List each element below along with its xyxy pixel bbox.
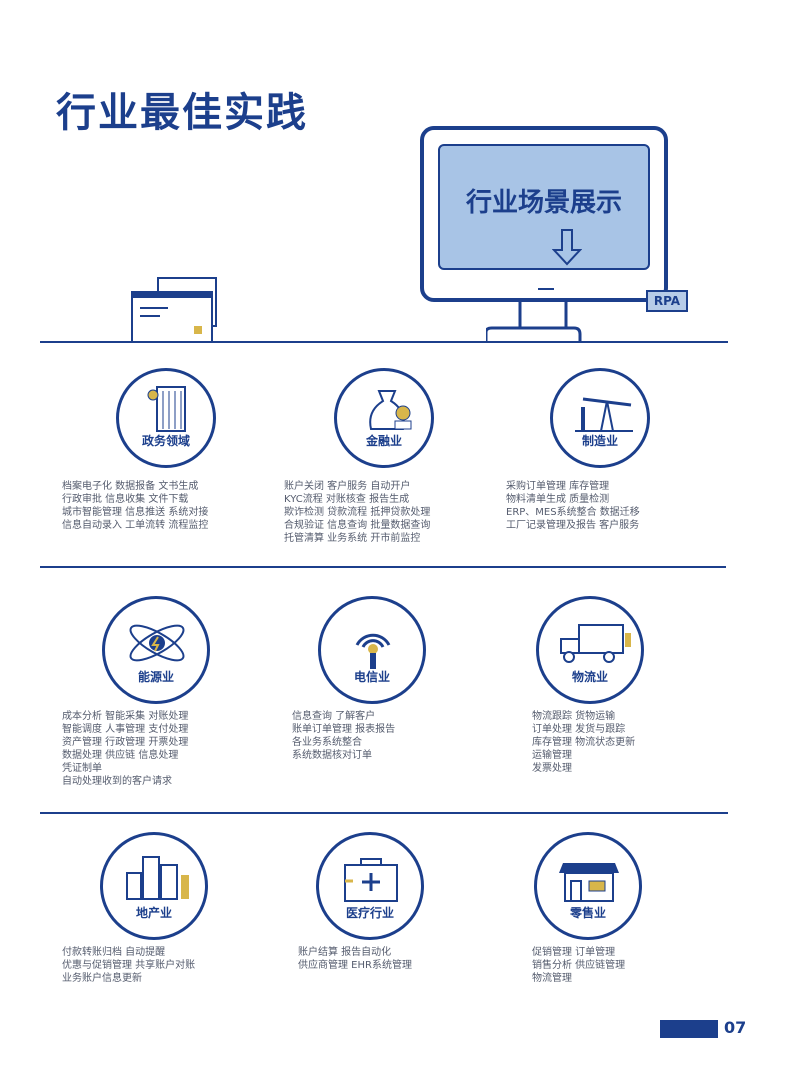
section-circle-government: 政务领域 (116, 368, 216, 468)
monitor-illustration: 行业场景展示 (420, 126, 668, 302)
money-bag-icon (369, 390, 412, 430)
section-label: 医疗行业 (345, 906, 394, 920)
item-line: 合规验证 信息查询 批量数据查询 (284, 520, 431, 531)
section-circle-energy: 能源业 (102, 596, 210, 704)
atom-icon (129, 624, 185, 662)
section-items-retail: 促销管理 订单管理销售分析 供应链管理 物流管理 (532, 946, 625, 985)
item-line: 运输管理 (532, 750, 572, 761)
section-items-medical: 账户结算 报告自动化供应商管理 EHR系统管理 (298, 946, 412, 972)
page-number-text: 07 (724, 1018, 747, 1037)
item-line: 数据处理 供应链 信息处理 (62, 750, 179, 761)
item-line: 智能调度 人事管理 支付处理 (62, 724, 189, 735)
section-items-energy: 成本分析 智能采集 对账处理智能调度 人事管理 支付处理 资产管理 行政管理 开… (62, 710, 188, 788)
item-line: 城市智能管理 信息推送 系统对接 (62, 507, 209, 518)
rpa-badge: RPA (646, 290, 688, 312)
monitor-stand (486, 302, 582, 342)
section-label: 制造业 (581, 434, 618, 448)
item-line: 库存管理 物流状态更新 (532, 737, 636, 748)
medical-kit-icon (344, 858, 398, 902)
divider-2 (40, 812, 728, 814)
item-line: 资产管理 行政管理 开票处理 (62, 737, 189, 748)
section-label: 金融业 (365, 434, 402, 448)
store-icon (559, 863, 619, 902)
item-line: 行政审批 信息收集 文件下载 (62, 494, 189, 505)
building-icon (147, 386, 186, 432)
divider-1 (40, 566, 726, 568)
item-line: KYC流程 对账核查 报告生成 (284, 494, 410, 505)
page-number-bar (660, 1020, 718, 1038)
item-line: 信息查询 了解客户 (292, 711, 376, 722)
city-icon (126, 856, 189, 900)
item-line: 采购订单管理 库存管理 (506, 481, 610, 492)
section-label: 零售业 (569, 906, 606, 920)
item-line: 成本分析 智能采集 对账处理 (62, 711, 189, 722)
monitor-led (538, 288, 554, 290)
item-line: 销售分析 供应链管理 (532, 960, 626, 971)
screen-title: 行业场景展示 (465, 188, 622, 218)
item-line: 促销管理 订单管理 (532, 947, 616, 958)
item-line: 账户结算 报告自动化 (298, 947, 392, 958)
section-items-real-estate: 付款转账归档 自动提醒优惠与促销管理 共享账户对账 业务账户信息更新 (62, 946, 195, 985)
section-circle-medical: 医疗行业 (316, 832, 424, 940)
item-line: 系统数据核对订单 (292, 750, 372, 761)
item-line: 供应商管理 EHR系统管理 (298, 960, 412, 971)
section-items-logistics: 物流跟踪 货物运输订单处理 发货与跟踪 库存管理 物流状态更新运输管理 发票处理 (532, 710, 635, 775)
section-label: 物流业 (571, 670, 608, 684)
item-line: 各业务系统整合 (292, 737, 362, 748)
item-line: 物流跟踪 货物运输 (532, 711, 616, 722)
item-line: 档案电子化 数据报备 文书生成 (62, 481, 199, 492)
section-items-government: 档案电子化 数据报备 文书生成行政审批 信息收集 文件下载 城市智能管理 信息推… (62, 480, 208, 532)
item-line: 凭证制单 (62, 763, 102, 774)
monitor-screen: 行业场景展示 (438, 144, 650, 270)
item-line: 业务账户信息更新 (62, 973, 142, 984)
section-label: 地产业 (135, 906, 172, 920)
section-items-telecom: 信息查询 了解客户账单订单管理 报表报告 各业务系统整合系统数据核对订单 (292, 710, 395, 762)
item-line: 付款转账归档 自动提醒 (62, 947, 166, 958)
oil-pump-icon (575, 397, 633, 432)
section-circle-telecom: 电信业 (318, 596, 426, 704)
down-arrow-icon (552, 229, 582, 266)
divider-top (40, 341, 728, 343)
item-line: 信息自动录入 工单流转 流程监控 (62, 520, 209, 531)
item-line: 优惠与促销管理 共享账户对账 (62, 960, 196, 971)
section-circle-logistics: 物流业 (536, 596, 644, 704)
section-circle-finance: 金融业 (334, 368, 434, 468)
truck-icon (560, 624, 631, 663)
section-circle-real-estate: 地产业 (100, 832, 208, 940)
page-title: 行业最佳实践 (56, 90, 308, 136)
item-line: 自动处理收到的客户请求 (62, 776, 172, 787)
page-number: 07 (660, 1018, 752, 1040)
antenna-icon (355, 633, 391, 669)
item-line: ERP、MES系统整合 数据迁移 (506, 507, 640, 518)
section-items-manufacturing: 采购订单管理 库存管理物料清单生成 质量检测 ERP、MES系统整合 数据迁移工… (506, 480, 640, 532)
section-circle-retail: 零售业 (534, 832, 642, 940)
item-line: 账户关闭 客户服务 自动开户 (284, 481, 411, 492)
section-label: 政务领域 (141, 434, 190, 448)
item-line: 订单处理 发货与跟踪 (532, 724, 626, 735)
item-line: 账单订单管理 报表报告 (292, 724, 396, 735)
item-line: 欺诈检测 贷款流程 抵押贷款处理 (284, 507, 431, 518)
section-label: 能源业 (137, 670, 174, 684)
item-line: 托管清算 业务系统 开市前监控 (284, 533, 421, 544)
section-label: 电信业 (353, 670, 390, 684)
documents-icon (131, 277, 217, 343)
section-items-finance: 账户关闭 客户服务 自动开户 KYC流程 对账核查 报告生成 欺诈检测 贷款流程 … (284, 480, 430, 545)
section-circle-manufacturing: 制造业 (550, 368, 650, 468)
item-line: 物料清单生成 质量检测 (506, 494, 610, 505)
item-line: 发票处理 (532, 763, 572, 774)
item-line: 物流管理 (532, 973, 572, 984)
item-line: 工厂记录管理及报告 客户服务 (506, 520, 640, 531)
